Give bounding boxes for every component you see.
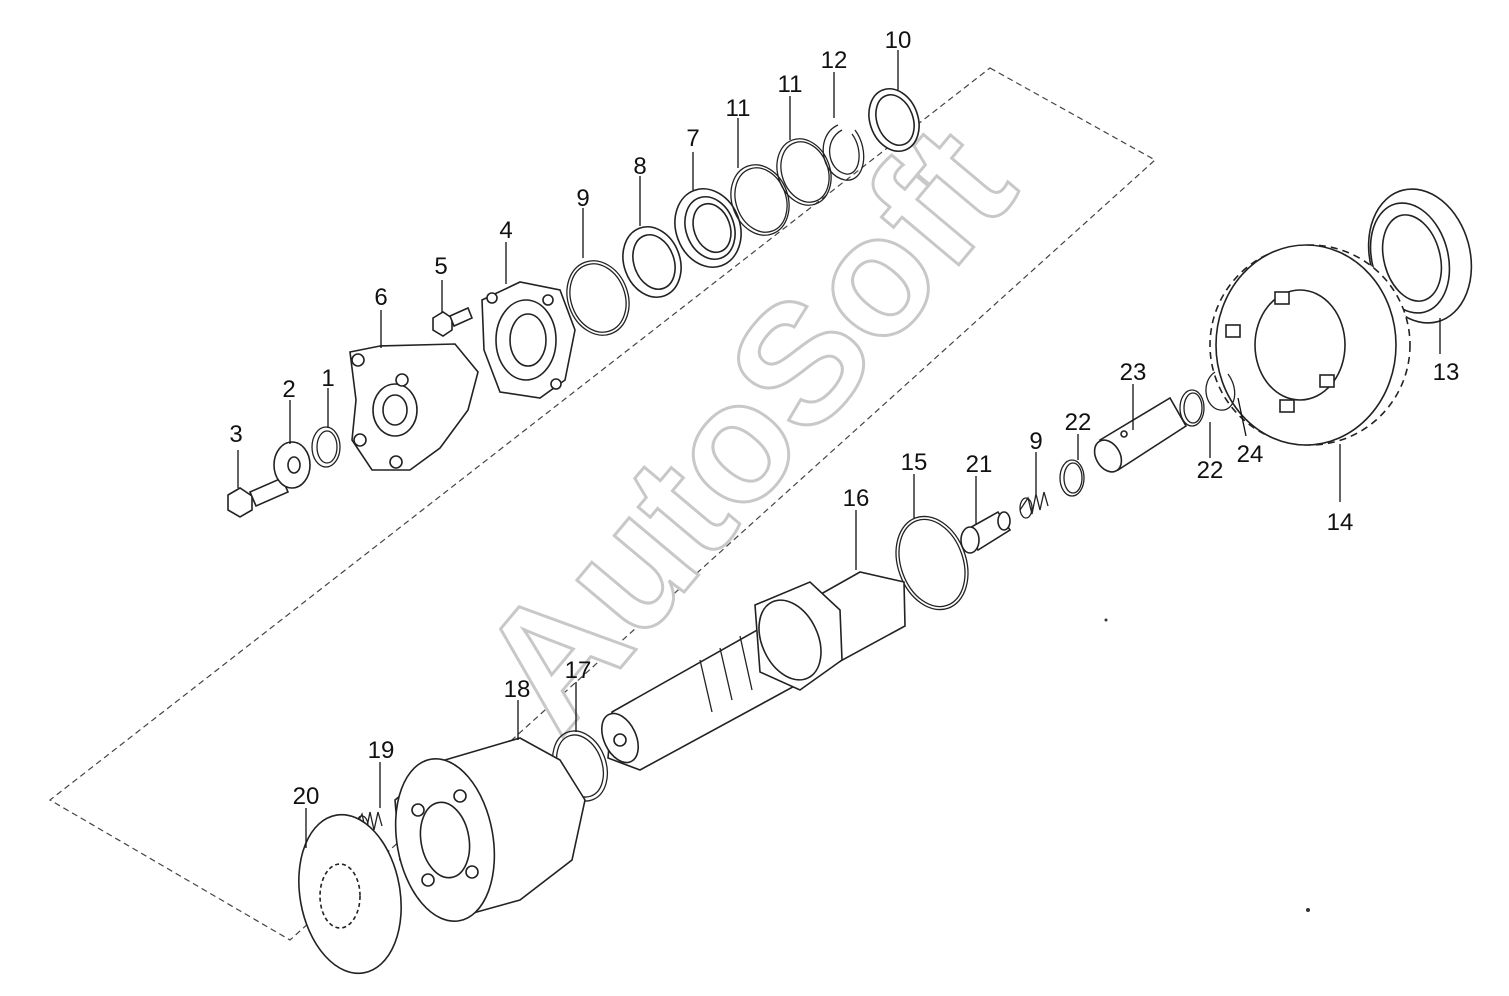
part-10-ring: [868, 88, 920, 152]
part-22-oring-right: [1179, 389, 1205, 427]
callout-10: 10: [885, 27, 912, 54]
callout-16: 16: [843, 485, 870, 512]
callout-5: 5: [434, 253, 447, 280]
part-2-washer: [273, 441, 311, 489]
part-9-oring-upper: [566, 260, 630, 336]
part-22-oring-left: [1059, 459, 1085, 497]
callout-21: 21: [966, 451, 993, 478]
part-8-ring: [622, 226, 682, 298]
part-5-bolt: [432, 306, 474, 337]
part-12-snap-ring: [822, 124, 865, 181]
part-3-bolt: [227, 476, 290, 518]
callout-labels: 1 2 3 4 5 6 7 8 9 9 10 11 11 12 13 14 15…: [229, 27, 1459, 810]
callout-24: 24: [1237, 441, 1264, 468]
callout-15: 15: [901, 449, 928, 476]
part-16-shaft: [601, 571, 906, 771]
assembly-frame: [48, 67, 1157, 941]
part-9-spring-right: [1019, 491, 1049, 519]
part-6-yoke: [349, 343, 479, 471]
part-23-pin: [1093, 396, 1188, 473]
part-1-oring: [311, 426, 341, 468]
callout-11a: 11: [726, 95, 751, 122]
part-21-plug: [960, 510, 1012, 554]
callout-9b: 9: [1029, 428, 1042, 455]
callout-11b: 11: [778, 71, 803, 98]
callout-22b: 22: [1197, 457, 1224, 484]
callout-4: 4: [499, 217, 512, 244]
part-18-carrier: [394, 737, 586, 922]
callout-8: 8: [633, 153, 646, 180]
stray-dot: [1104, 618, 1108, 622]
callout-7: 7: [686, 125, 699, 152]
callout-23: 23: [1120, 359, 1147, 386]
callout-leaders: [237, 50, 1441, 848]
callout-6: 6: [374, 284, 387, 311]
callout-9a: 9: [576, 185, 589, 212]
callout-1: 1: [321, 365, 334, 392]
callout-3: 3: [229, 421, 242, 448]
callout-17: 17: [565, 657, 592, 684]
leader-24: [1237, 397, 1247, 437]
stray-dot: [1306, 908, 1310, 912]
part-20-disc: [298, 813, 402, 975]
part-7-bearing: [674, 188, 742, 268]
callout-22a: 22: [1065, 409, 1092, 436]
part-15-oring: [895, 515, 969, 611]
callout-14: 14: [1327, 509, 1354, 536]
callout-18: 18: [504, 676, 531, 703]
part-14-gear: [1209, 244, 1411, 446]
part-4-bearing-cover: [481, 281, 576, 399]
part-24-snap-ring: [1205, 371, 1236, 411]
callout-19: 19: [368, 737, 395, 764]
callout-20: 20: [293, 783, 320, 810]
callout-2: 2: [282, 376, 295, 403]
callout-12: 12: [821, 47, 848, 74]
callout-13: 13: [1433, 359, 1460, 386]
